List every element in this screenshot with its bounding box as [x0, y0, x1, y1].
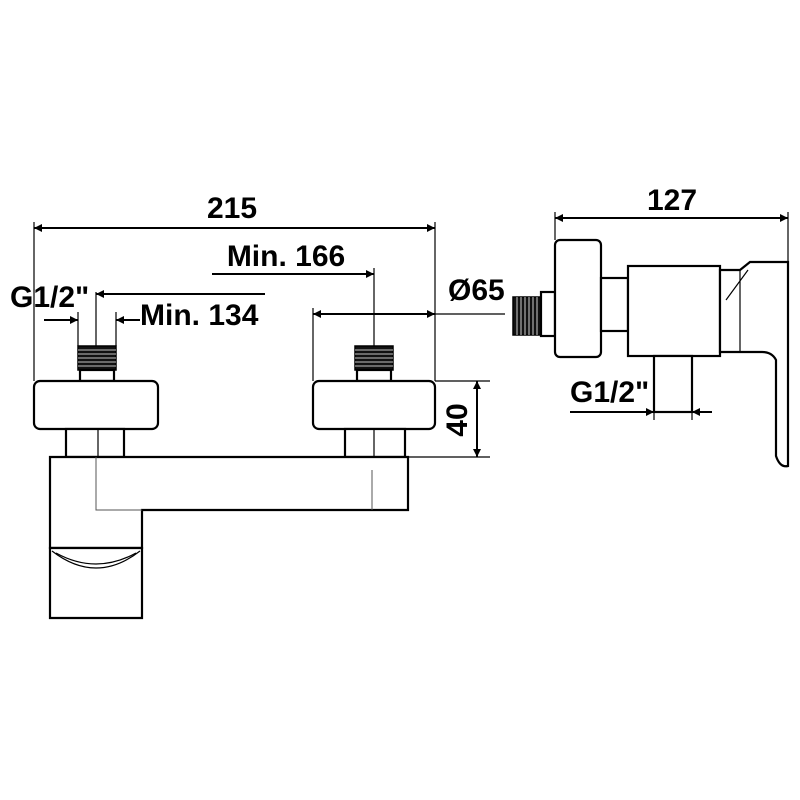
left-eccentric-nut: [64, 427, 126, 459]
dim-thread-left: G1/2": [10, 281, 89, 314]
hidden-lines: [95, 457, 373, 511]
left-rosette: [32, 379, 160, 431]
side-nut: [599, 276, 630, 333]
side-body: [626, 264, 722, 358]
mixer-body: [48, 455, 410, 550]
front-view: [32, 345, 437, 620]
dim-min-inner-distance: Min. 134: [140, 299, 259, 332]
dim-thread-side: G1/2": [570, 376, 649, 409]
side-dimensions: 127 G1/2": [554, 184, 789, 420]
right-rosette: [311, 379, 437, 431]
right-thread-connector: [354, 345, 394, 383]
outlet-spout: [48, 546, 144, 620]
side-rosette: [553, 238, 603, 359]
side-view: [512, 238, 790, 468]
dim-rosette-height: 40: [441, 403, 474, 436]
left-thread-connector: [77, 345, 117, 383]
side-outlet-stub: [652, 354, 694, 414]
dim-min-center-distance: Min. 166: [227, 240, 345, 273]
dim-side-depth: 127: [647, 184, 697, 217]
front-dimensions: 215 Min. 166 G1/2" Min. 134 Ø65 40: [10, 192, 505, 458]
lever-handle: [718, 260, 790, 468]
dim-overall-width: 215: [207, 192, 257, 225]
dim-rosette-diameter: Ø65: [448, 274, 505, 307]
right-eccentric-nut: [343, 427, 407, 459]
side-thread-connector: [512, 290, 557, 338]
